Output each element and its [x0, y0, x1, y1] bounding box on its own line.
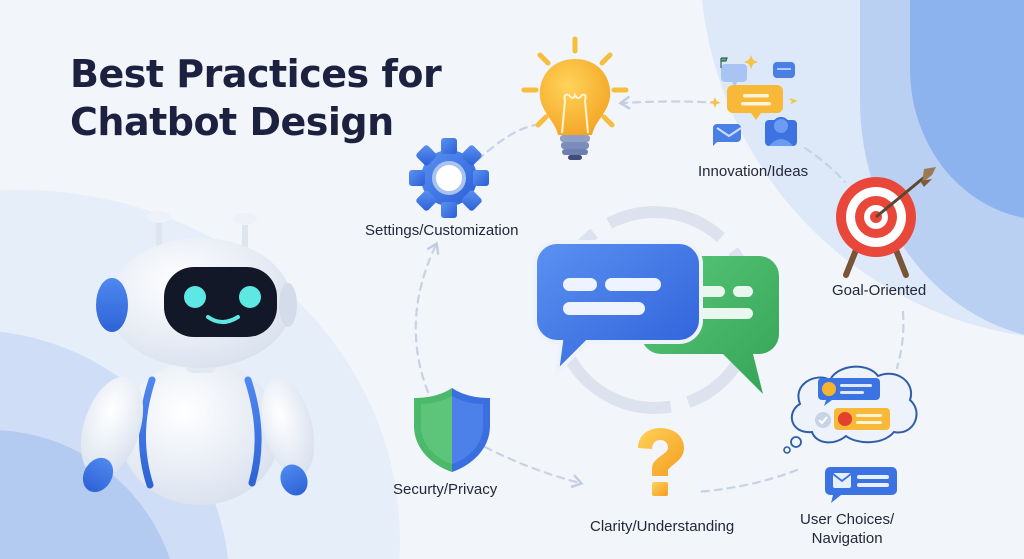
user-choices-label-line-1: User Choices/	[800, 511, 895, 528]
title-line-1: Best Practices for	[70, 52, 442, 96]
message-cluster-icon	[705, 52, 815, 152]
settings-label: Settings/Customization	[365, 222, 519, 239]
goal-label: Goal-Oriented	[832, 282, 927, 299]
user-choices-label-line-2: Navigation	[811, 530, 883, 547]
message-option-icon	[825, 467, 899, 505]
thought-cloud-options-icon	[782, 362, 922, 454]
chat-bubbles-icon	[533, 238, 785, 408]
target-icon	[832, 165, 942, 280]
shield-icon	[412, 386, 492, 474]
robot-mascot-icon	[80, 205, 315, 505]
gear-icon	[408, 137, 490, 219]
lightbulb-icon	[518, 35, 629, 165]
question-mark-icon	[630, 428, 690, 498]
clarity-label: Clarity/Understanding	[590, 518, 735, 535]
security-label: Securty/Privacy	[393, 481, 498, 498]
user-choices-label: User Choices/ Navigation	[800, 510, 894, 548]
innovation-label: Innovation/Ideas	[698, 163, 809, 180]
title-line-2: Chatbot Design	[70, 100, 394, 144]
page-title: Best Practices for Chatbot Design	[70, 50, 442, 146]
